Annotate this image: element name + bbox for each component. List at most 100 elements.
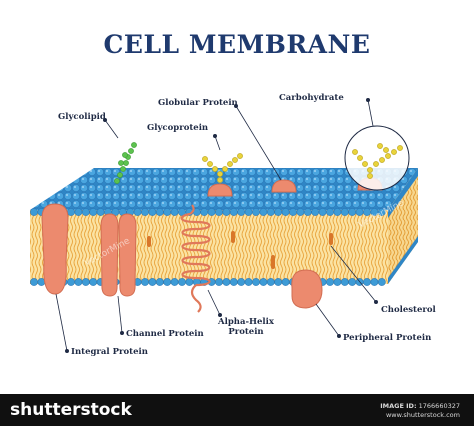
phospholipid-head [74, 208, 83, 216]
label-peripheral-protein: Peripheral Protein [343, 333, 432, 343]
phospholipid-head [244, 278, 253, 286]
phospholipid-head [222, 278, 231, 286]
phospholipid-head [259, 278, 268, 286]
leader-lines [55, 98, 378, 353]
phospholipid-head [340, 278, 349, 286]
page-title: CELL MEMBRANE [103, 30, 371, 59]
phospholipid-head [163, 278, 172, 286]
phospholipid-head [200, 208, 209, 216]
integral-protein [41, 203, 69, 295]
phospholipid-head [155, 208, 164, 216]
label-glycoprotein: Glycoprotein [147, 123, 209, 133]
phospholipid-head [74, 278, 83, 286]
glycoprotein-base [207, 183, 233, 197]
phospholipid-head [281, 278, 290, 286]
phospholipid-head [229, 208, 238, 216]
phospholipid-head [318, 208, 327, 216]
label-alpha-helix-line2: Protein [228, 327, 264, 337]
membrane-illustration: VectorMine VectorMine [30, 98, 418, 353]
phospholipid-head [311, 208, 320, 216]
phospholipid-head [170, 278, 179, 286]
phospholipid-head [377, 278, 386, 286]
phospholipid-head [363, 278, 371, 286]
image-id-value: 1766660327 [418, 402, 460, 410]
phospholipid-head [89, 278, 98, 286]
phospholipid-head [237, 208, 246, 216]
label-channel-protein: Channel Protein [126, 329, 204, 339]
globular-protein [271, 179, 297, 193]
front-lipid-tails [30, 210, 388, 284]
phospholipid-head [274, 278, 283, 286]
phospholipid-head [89, 208, 98, 216]
phospholipid-head [296, 208, 305, 216]
phospholipid-head [281, 208, 290, 216]
phospholipid-head [67, 278, 75, 286]
phospholipid-head [289, 208, 297, 216]
phospholipid-head [30, 208, 38, 216]
phospholipid-head [348, 278, 357, 286]
phospholipid-head [259, 208, 268, 216]
phospholipid-head [222, 208, 231, 216]
phospholipid-head [81, 278, 90, 286]
phospholipid-head [370, 278, 379, 286]
phospholipid-head [67, 208, 75, 216]
phospholipid-head [81, 208, 90, 216]
label-carbohydrate: Carbohydrate [279, 93, 344, 103]
footer-bar: shutterstock IMAGE ID: 1766660327 www.sh… [0, 394, 474, 426]
glycoprotein-sugar-chain [202, 153, 243, 183]
label-integral-protein: Integral Protein [71, 347, 148, 357]
phospholipid-head [326, 278, 334, 286]
phospholipid-head [355, 208, 364, 216]
phospholipid-head [30, 278, 38, 286]
phospholipid-head [252, 278, 260, 286]
phospholipid-head [141, 208, 149, 216]
phospholipid-head [333, 278, 342, 286]
channel-protein [100, 213, 137, 297]
side-top-heads [388, 168, 418, 218]
brand-logo: shutterstock [10, 400, 132, 420]
phospholipid-head [274, 208, 283, 216]
phospholipid-head [207, 208, 216, 216]
phospholipid-head [155, 278, 164, 286]
image-id-block: IMAGE ID: 1766660327 www.shutterstock.co… [380, 402, 460, 420]
phospholipid-head [377, 208, 386, 216]
phospholipid-head [215, 208, 223, 216]
site-url: www.shutterstock.com [385, 411, 460, 419]
phospholipid-head [170, 208, 179, 216]
phospholipid-head [148, 278, 157, 286]
label-alpha-helix-line1: Alpha-Helix [218, 317, 274, 327]
phospholipid-head [244, 208, 253, 216]
phospholipid-head [340, 208, 349, 216]
front-top-head-row [30, 208, 386, 216]
phospholipid-head [185, 278, 194, 286]
phospholipid-head [163, 208, 172, 216]
label-glycolipid: Glycolipid [58, 112, 106, 122]
label-cholesterol: Cholesterol [381, 305, 436, 315]
phospholipid-head [303, 208, 312, 216]
phospholipid-head [266, 208, 275, 216]
phospholipid-head [141, 278, 149, 286]
phospholipid-head [333, 208, 342, 216]
phospholipid-head [252, 208, 260, 216]
label-alpha-helix-protein: Alpha-Helix Protein [218, 317, 274, 337]
glycolipid-chain [114, 142, 137, 184]
phospholipid-head [237, 278, 246, 286]
peripheral-protein [291, 269, 323, 309]
label-globular-protein: Globular Protein [158, 98, 238, 108]
side-lipid-tails [388, 168, 418, 284]
alpha-helix-protein [180, 204, 211, 313]
side-bottom-heads [388, 236, 418, 284]
phospholipid-head [133, 208, 142, 216]
phospholipid-head [215, 278, 223, 286]
phospholipid-head [266, 278, 275, 286]
phospholipid-head [96, 208, 105, 216]
phospholipid-head [229, 278, 238, 286]
carbohydrate-zoom [344, 125, 410, 191]
cholesterol-molecule [147, 231, 333, 269]
phospholipid-head [326, 208, 334, 216]
image-id-label: IMAGE ID: [380, 402, 417, 410]
phospholipid-head [148, 208, 157, 216]
phospholipid-head [348, 208, 357, 216]
phospholipid-head [178, 278, 186, 286]
